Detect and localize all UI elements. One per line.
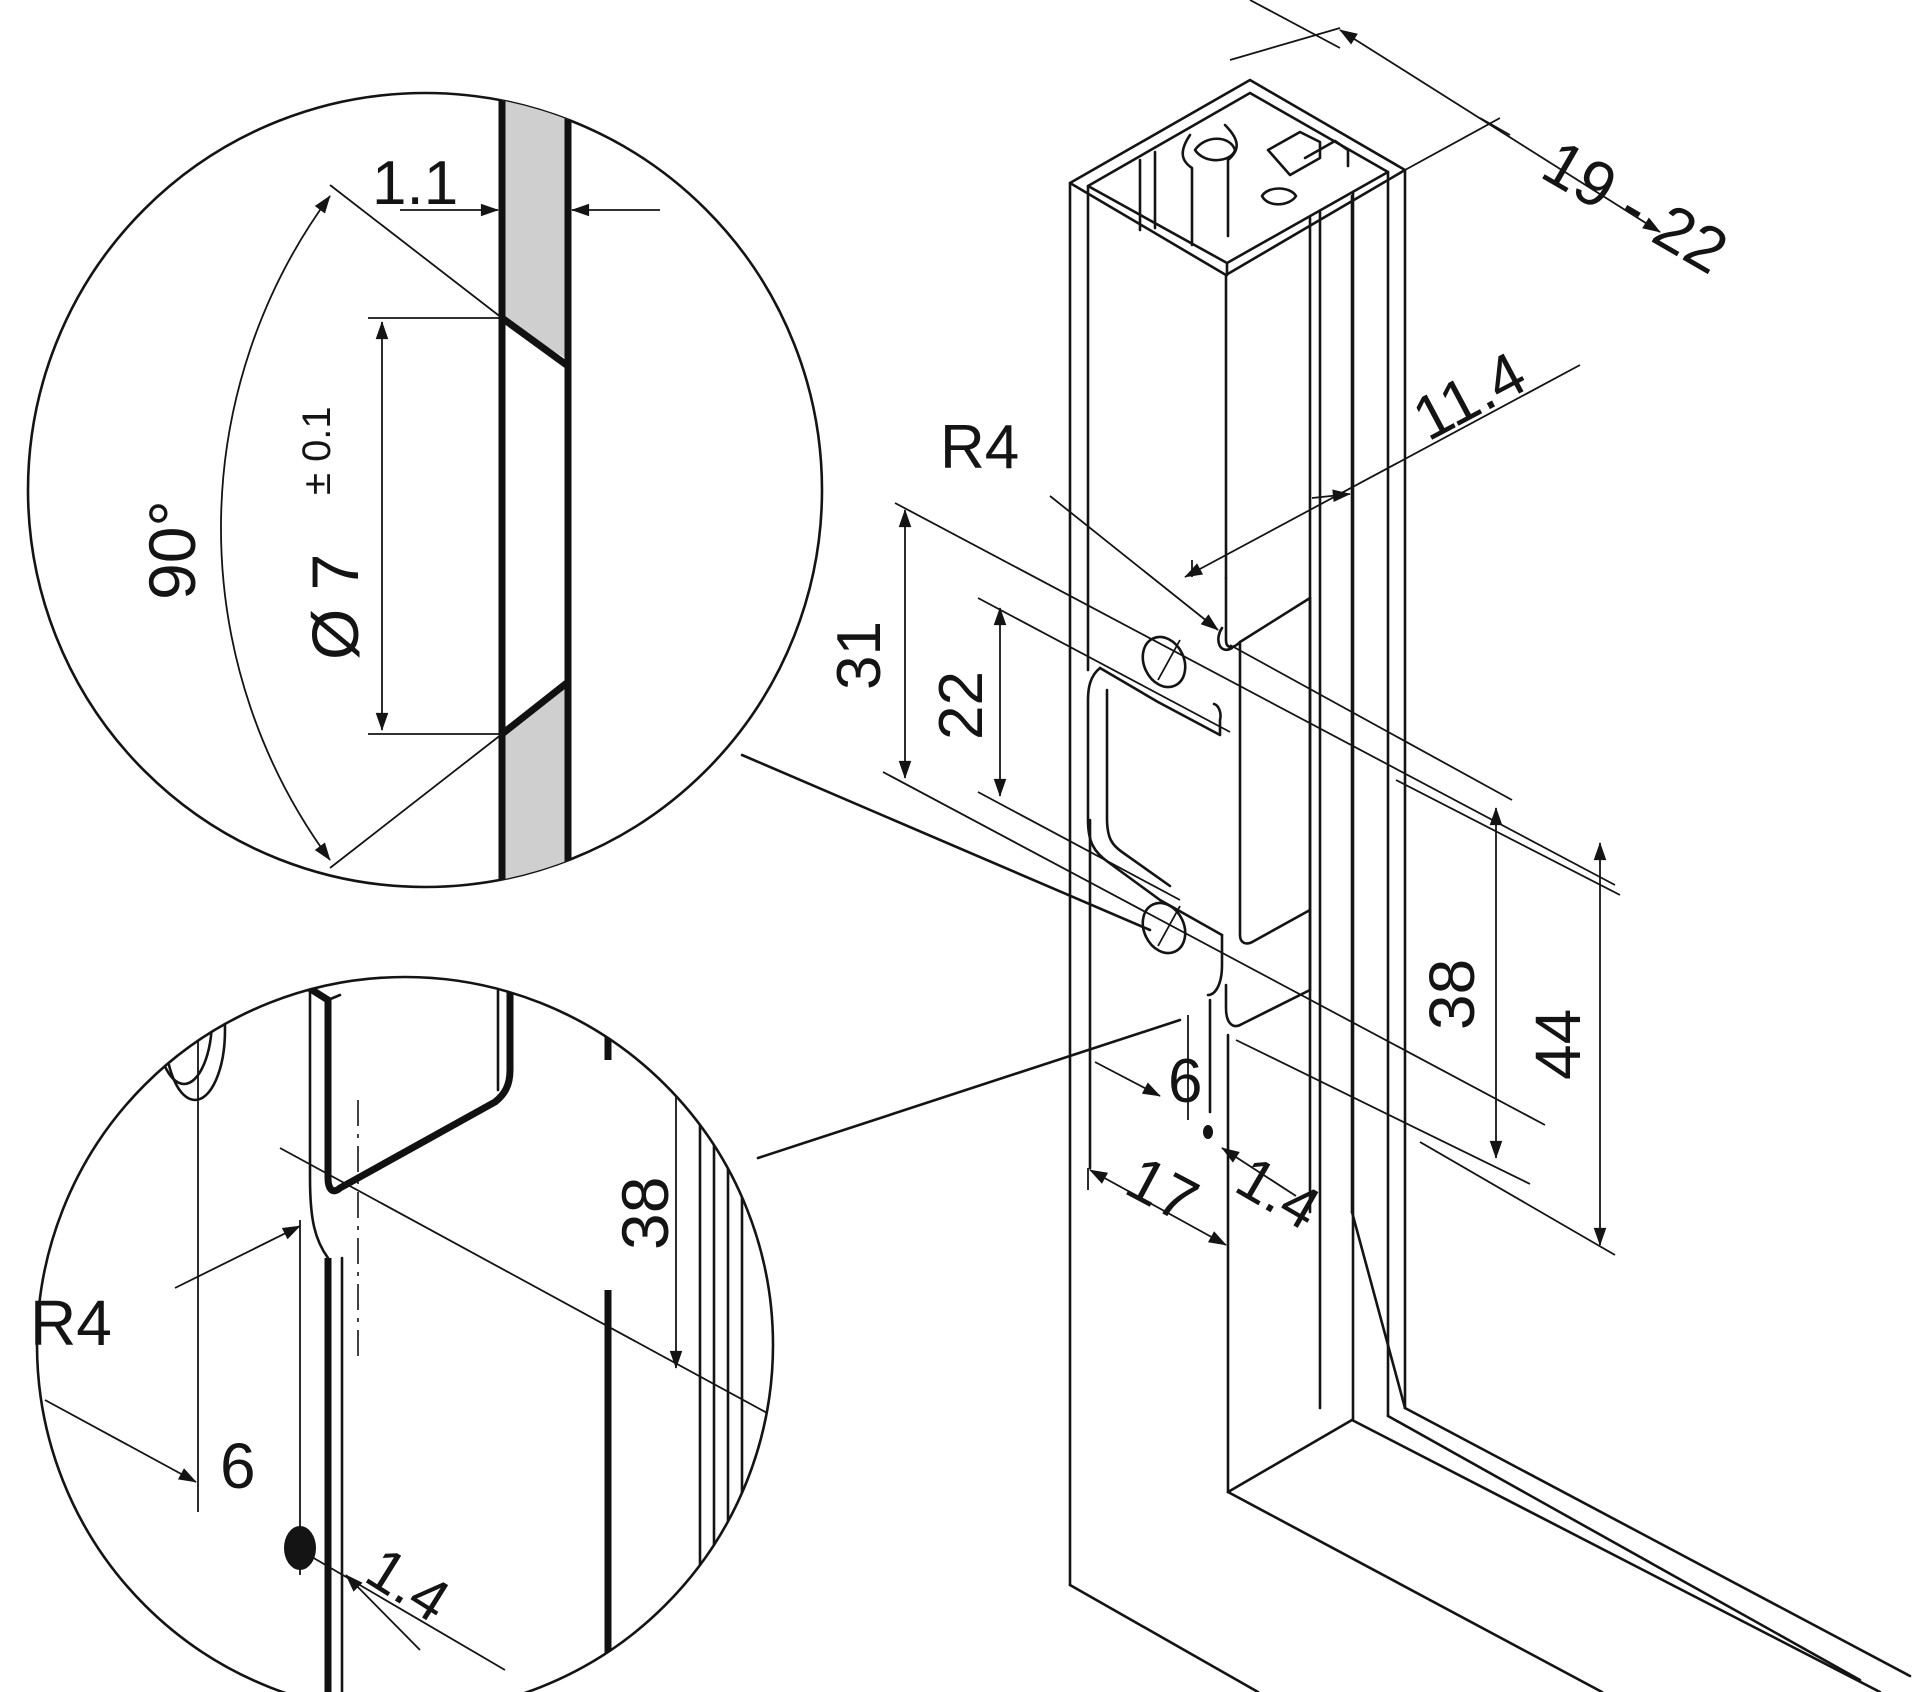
dim-wall-detail: 1.4 [355,1534,461,1635]
detail-hole-section: 1.1 90° Ø 7 ± 0.1 [26,91,824,889]
dim-wall-main: 1.4 [1226,1143,1332,1243]
detail-top-leader [740,753,1152,932]
dim-slot-height: 22 [927,671,996,740]
dim-profile-depth: 19 - 22 [1531,126,1740,288]
dim-hole-tolerance: ± 0.1 [295,406,339,495]
dim-radius-detail: R4 [30,1287,112,1359]
detail-bottom-leader [756,1018,1182,1160]
dim-width: 17 [1115,1143,1208,1236]
dim-depth: 11.4 [1402,339,1537,454]
dim-hole-diameter: Ø 7 [298,554,372,660]
dim-height-detail: 38 [608,1177,682,1250]
dim-offset-main: 6 [1168,1047,1202,1116]
dim-hole-pitch: 31 [825,621,894,690]
dim-offset-detail: 6 [220,1430,256,1502]
detail-slot-edge: R4 6 1.4 38 [30,975,775,1692]
profile-frame [1068,78,1912,1692]
dim-angle: 90° [135,500,209,600]
dim-thickness: 1.1 [372,149,458,218]
dim-radius-main: R4 [940,413,1019,482]
dim-cutout-height: 38 [1416,959,1488,1030]
dim-overall-height: 44 [1522,1009,1594,1080]
